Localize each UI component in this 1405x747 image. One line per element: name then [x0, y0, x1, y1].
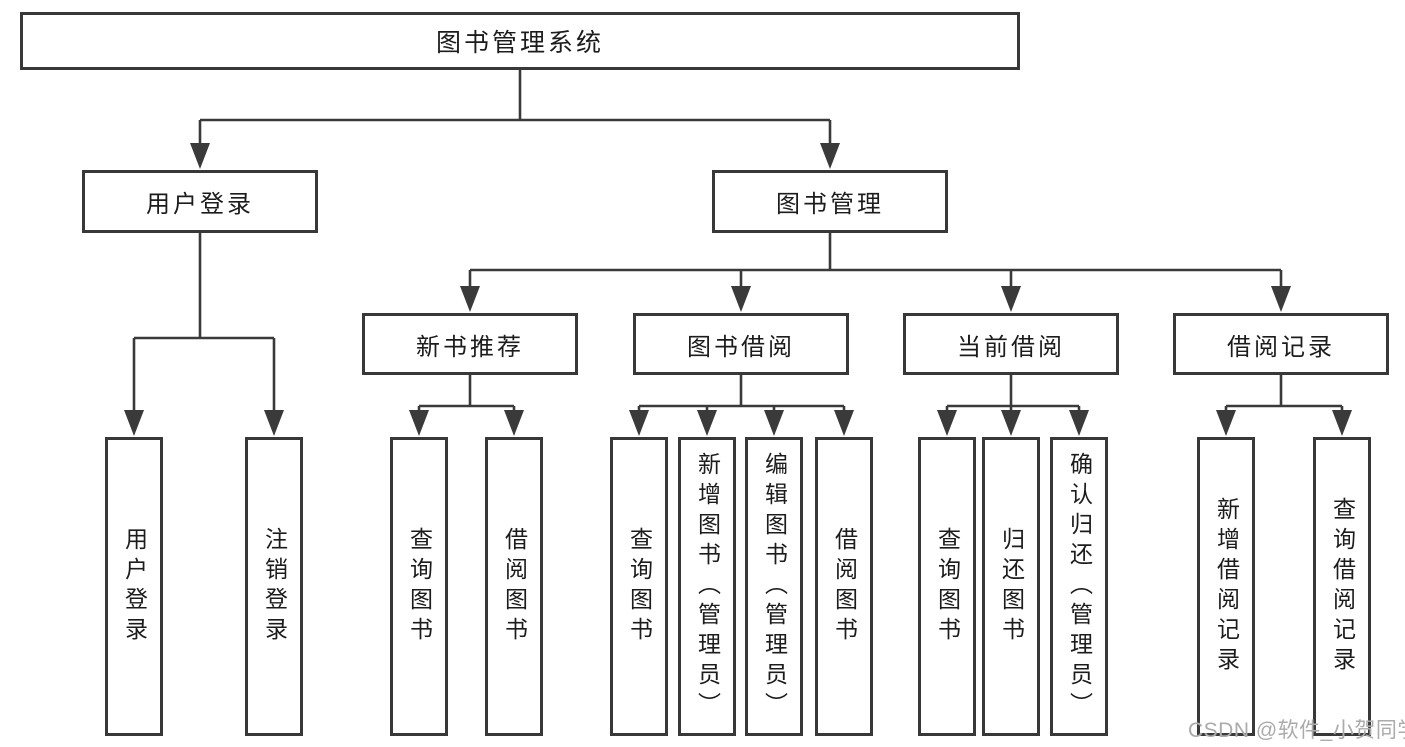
- node-label: 查询借阅记录: [1329, 496, 1356, 677]
- node-current-borrowing: 当前借阅: [903, 313, 1119, 375]
- node-leaf-borrowing-add-books-admin: 新增图书（管理员）: [678, 437, 736, 736]
- node-label: 当前借阅: [957, 333, 1065, 361]
- node-leaf-logout: 注销登录: [245, 437, 303, 736]
- node-label: 确认归还（管理员）: [1066, 451, 1093, 722]
- node-label: 新增图书（管理员）: [694, 451, 721, 722]
- node-leaf-records-query-borrow-record: 查询借阅记录: [1313, 437, 1371, 736]
- node-leaf-current-confirm-return-admin: 确认归还（管理员）: [1050, 437, 1108, 736]
- node-leaf-current-return-books: 归还图书: [982, 437, 1040, 736]
- node-leaf-user-login: 用户登录: [105, 437, 163, 736]
- node-leaf-borrowing-borrow-books: 借阅图书: [815, 437, 873, 736]
- node-new-book-recommendation: 新书推荐: [362, 313, 578, 375]
- node-borrowing-records: 借阅记录: [1173, 313, 1389, 375]
- node-label: 新书推荐: [416, 333, 524, 361]
- node-user-login-branch: 用户登录: [82, 170, 318, 233]
- node-label: 新增借阅记录: [1213, 496, 1240, 677]
- node-leaf-recommend-query-books: 查询图书: [390, 437, 448, 736]
- node-label: 借阅图书: [831, 526, 858, 647]
- node-label: 编辑图书（管理员）: [761, 451, 788, 722]
- node-label: 用户登录: [146, 191, 254, 218]
- csdn-watermark: CSDN @软件_小贺同学: [1188, 719, 1405, 742]
- node-label: 图书借阅: [687, 333, 795, 361]
- node-label: 查询图书: [406, 526, 433, 647]
- node-label: 图书管理: [776, 191, 884, 218]
- node-label: 归还图书: [998, 526, 1025, 647]
- node-label: 用户登录: [121, 526, 148, 647]
- node-leaf-recommend-borrow-books: 借阅图书: [485, 437, 543, 736]
- node-label: 借阅记录: [1227, 333, 1335, 361]
- node-label: 查询图书: [934, 526, 961, 647]
- node-leaf-borrowing-query-books: 查询图书: [610, 437, 668, 736]
- node-label: 注销登录: [261, 526, 288, 647]
- node-leaf-records-add-borrow-record: 新增借阅记录: [1197, 437, 1255, 736]
- node-label: 借阅图书: [501, 526, 528, 647]
- node-book-management-branch: 图书管理: [712, 170, 948, 233]
- node-book-borrowing: 图书借阅: [633, 313, 849, 375]
- node-root-library-system: 图书管理系统: [20, 12, 1020, 70]
- node-leaf-current-query-books: 查询图书: [918, 437, 976, 736]
- node-label: 查询图书: [626, 526, 653, 647]
- node-label: 图书管理系统: [435, 29, 604, 57]
- node-leaf-borrowing-edit-books-admin: 编辑图书（管理员）: [745, 437, 803, 736]
